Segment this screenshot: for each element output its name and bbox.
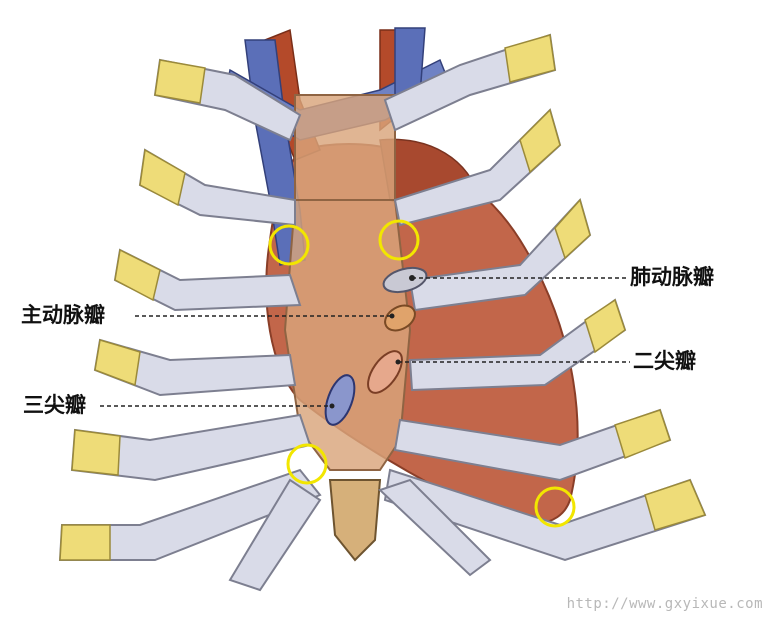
tricuspid-valve-label: 三尖瓣 [23,392,86,417]
circle-marker-icon [534,486,576,528]
aortic-valve-label: 主动脉瓣 [21,302,105,327]
site-watermark: http://www.gxyixue.com [566,596,763,612]
rib-right-7 [378,478,492,577]
xiphoid-process [328,479,382,562]
leader-lines [100,277,630,407]
circle-marker-icon [378,219,420,261]
mitral-valve-label: 二尖瓣 [633,348,696,373]
tricuspid-valve-icon [324,374,356,426]
costal-cartilage-right [504,34,707,531]
circle-marker-icon [286,443,328,485]
aortic-valve-icon [384,304,416,332]
ribs-right [378,33,707,577]
auscultation-markers [268,219,576,528]
pulmonary-valve-label: 肺动脉瓣 [630,264,714,289]
costal-cartilage-left [59,59,206,561]
pulmonary-valve-icon [382,266,428,294]
rib-left-7 [228,478,322,592]
circle-marker-icon [268,224,310,266]
